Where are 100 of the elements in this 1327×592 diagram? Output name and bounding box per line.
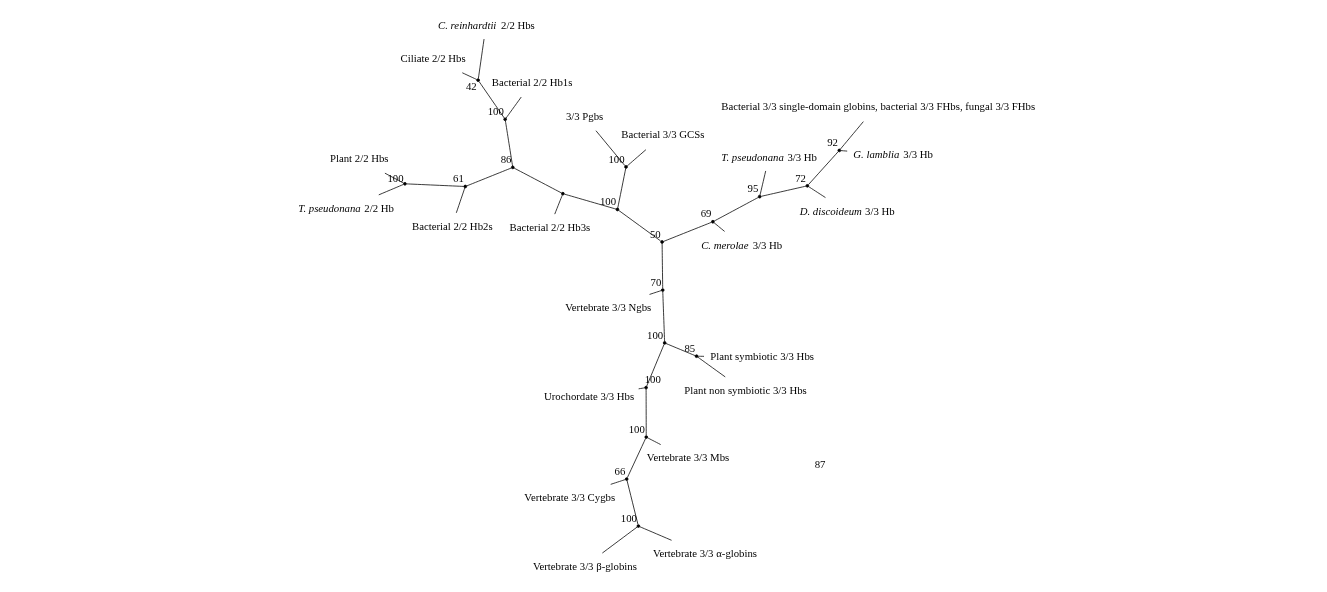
connector [406, 183, 465, 187]
node-point [476, 78, 480, 82]
node-point [503, 117, 507, 122]
connector [840, 121, 864, 150]
connector [563, 193, 617, 210]
connector [808, 151, 839, 185]
node-label: 61 [453, 172, 464, 185]
node-label: 69 [700, 207, 712, 220]
node-text: Urochordate 3/3 Hbs [544, 390, 635, 403]
connector [661, 243, 664, 289]
node-text: Plant 2/2 Hbs [329, 152, 389, 165]
node-text: Vertebrate 3/3 Cygbs [524, 491, 616, 504]
node-label: 86 [500, 153, 512, 166]
node-label: 100 [647, 328, 664, 341]
node-point [694, 354, 699, 358]
connector [626, 480, 639, 525]
node-point [660, 240, 664, 244]
connector [663, 221, 712, 242]
node-text: Bacterial 3/3 GCSs [621, 128, 705, 141]
node-text: Vertebrate 3/3 Ngbs [565, 301, 652, 314]
connector [617, 168, 627, 209]
node-point [463, 184, 468, 189]
node-point [624, 477, 629, 481]
connector [505, 96, 522, 119]
node-label: 70 [650, 275, 662, 288]
node-point [662, 341, 667, 345]
node-label: 100 [387, 172, 404, 185]
node-text: Bacterial 2/2 Hb2s [411, 219, 493, 232]
node-point [660, 288, 665, 292]
connector [647, 437, 662, 445]
node-label: 72 [795, 171, 806, 184]
connector [610, 479, 626, 485]
node-point [805, 184, 810, 188]
node-label: 42 [465, 80, 477, 93]
connector [618, 209, 661, 242]
node-label: 95 [747, 182, 759, 195]
connector [713, 197, 759, 222]
node-text: T. pseudonana 2/2 Hb [298, 202, 394, 215]
connector [595, 130, 626, 167]
node-point [636, 524, 641, 528]
node-text: D. discoideum 3/3 Hb [799, 205, 895, 218]
node-text: C. reinhardtii 2/2 Hbs [438, 18, 535, 31]
connector [697, 356, 726, 378]
connector [378, 184, 404, 196]
node-text: Vertebrate 3/3 Mbs [646, 451, 730, 464]
node-text: G. lamblia 3/3 Hb [853, 148, 933, 161]
node-point [644, 385, 648, 390]
node-text: C. merolae 3/3 Hb [701, 238, 783, 251]
connector [505, 120, 513, 167]
connector [626, 438, 646, 479]
connector [840, 150, 848, 152]
node-label: 92 [827, 136, 838, 149]
connector [759, 170, 767, 196]
connector [455, 187, 466, 214]
node-point [757, 194, 762, 199]
node-text: Plant symbiotic 3/3 Hbs [710, 349, 814, 362]
node-label: 100 [628, 422, 645, 435]
node-text: Vertebrate 3/3 β-globins [532, 559, 637, 572]
connector [477, 38, 485, 79]
connector [649, 290, 662, 295]
node-text: Bacterial 2/2 Hb3s [509, 220, 591, 233]
connector [601, 526, 638, 554]
node-label: 100 [487, 105, 504, 118]
node-text: Vertebrate 3/3 α-globins [652, 547, 758, 559]
node-text: Plant non symbiotic 3/3 Hbs [684, 383, 807, 396]
connector [513, 167, 562, 194]
connector [466, 167, 512, 187]
connector [626, 149, 647, 167]
node-point [615, 207, 620, 212]
node-point [837, 148, 842, 153]
node-point [624, 165, 628, 169]
node-label: 100 [608, 152, 625, 165]
node-label: 50 [649, 227, 661, 240]
connector [760, 185, 807, 197]
connector [808, 186, 826, 198]
node-label: 100 [620, 511, 637, 524]
connector [665, 343, 696, 357]
node-label: 100 [599, 195, 617, 208]
connector [461, 72, 478, 80]
connector [662, 291, 665, 342]
connector [645, 388, 647, 436]
node-text: Bacterial 2/2 Hb1s [491, 75, 573, 88]
node-text: Bacterial 3/3 single-domain globins, bacterial 3/3 FHbs, fungal 3/3 FHbs [721, 100, 1036, 113]
connector [646, 344, 665, 387]
connector [554, 194, 563, 215]
connector [697, 355, 705, 357]
node-label: 85 [684, 341, 696, 354]
label: 87 [814, 458, 826, 471]
connector [639, 526, 672, 541]
node-point [644, 435, 648, 439]
node-point [511, 165, 515, 170]
node-text: 3/3 Pgbs [565, 109, 604, 122]
node-point [561, 191, 565, 196]
connector [478, 81, 505, 119]
connector [638, 387, 646, 390]
node-point [403, 182, 407, 186]
node-text: Ciliate 2/2 Hbs [400, 51, 466, 64]
node-point [711, 220, 715, 224]
node-text: T. pseudonana 3/3 Hb [721, 150, 817, 163]
node-label: 66 [614, 464, 626, 477]
